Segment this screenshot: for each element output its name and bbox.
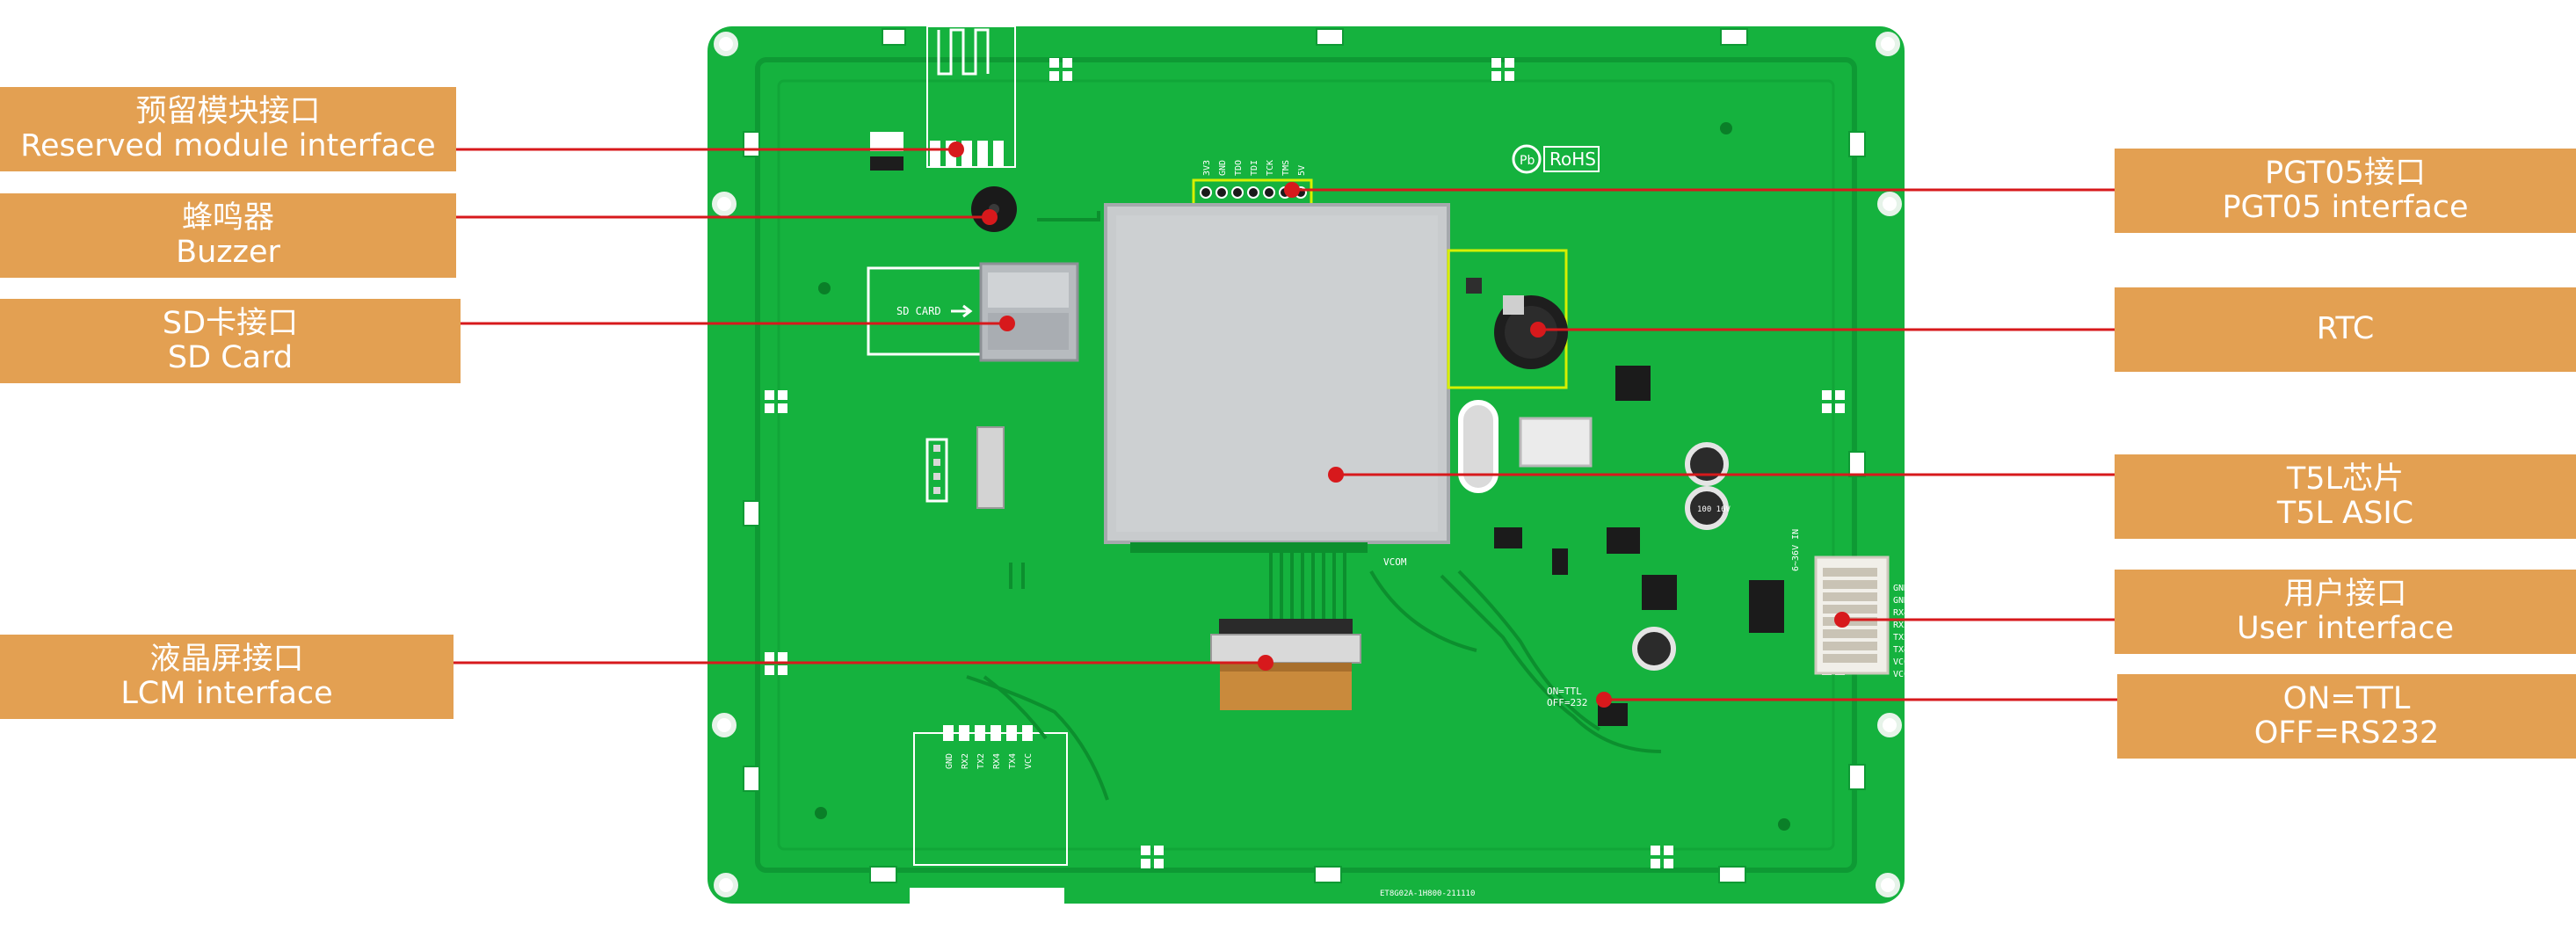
user-pin-label: GND [1893,584,1909,593]
vcom-silk: VCOM [1383,556,1407,568]
pgt-pin-label: 5V [1297,165,1307,176]
user-pin-label: TX4 [1893,645,1909,655]
pgt-pin-label: TDI [1250,160,1259,176]
sd-card-slot: SD CARD [867,262,1079,362]
user-interface-connector: GND GND RX4 RX2 TX2 TX4 VCC VCC 6~36V IN [1791,529,1909,679]
user-pin-label: GND [1893,596,1909,606]
callout-zh: 蜂鸣器 [181,200,274,236]
callout-en: PGT05 interface [2222,190,2469,225]
bottom-pin-label: TX4 [1008,753,1018,769]
rtc-battery [1447,249,1568,389]
ics [1494,366,1784,726]
rohs-mark: Pb RoHS [1512,144,1600,174]
bottom-pin-label: TX2 [976,753,986,769]
bottom-pin-label: VCC [1024,753,1034,769]
callout-zh: 用户接口 [2283,576,2407,612]
pgt-pin-label: TMS [1281,160,1291,176]
pgt-pin-label: 3V3 [1202,160,1212,176]
serial-number: ET8G02A-1H800-211110 [1380,890,1475,898]
user-pin-label: RX2 [1893,621,1909,630]
callout-rtc: RTC [2115,287,2576,372]
callout-en: OFF=RS232 [2253,715,2440,751]
lcm-connector [1210,553,1361,710]
callout-lcm-interface: 液晶屏接口 LCM interface [0,635,454,719]
pgt-pin-label: TCK [1266,160,1275,176]
switch-silk-on: ON=TTL [1547,686,1582,697]
user-pin-label: RX4 [1893,608,1909,618]
callout-user-interface: 用户接口 User interface [2115,570,2576,654]
t5l-shield [1104,203,1450,553]
switch-silk-off: OFF=232 [1547,697,1587,708]
callout-en: LCM interface [120,676,333,711]
callout-zh: 液晶屏接口 [149,641,304,677]
leader-lines [454,148,2117,701]
mounting-holes [712,32,1902,897]
pgt-pin-label: TDO [1234,160,1244,176]
fpc-connector-left [925,426,1005,509]
bottom-pin-label: GND [945,753,954,769]
buzzer-component [971,186,1017,232]
callout-zh: T5L芯片 [2286,461,2405,497]
test-pad-grid [765,58,1845,868]
user-pin-label: VCC [1893,657,1909,667]
callout-buzzer: 蜂鸣器 Buzzer [0,193,456,278]
callout-pgt05-interface: PGT05接口 PGT05 interface [2115,149,2576,233]
callout-zh: PGT05接口 [2265,155,2426,191]
leader-dots [948,142,1850,708]
callout-reserved-module: 预留模块接口 Reserved module interface [0,87,456,171]
callout-t5l-asic: T5L芯片 T5L ASIC [2115,454,2576,539]
user-pin-label: VCC [1893,670,1909,679]
bottom-left-header: GND RX2 TX2 RX4 TX4 VCC [913,725,1068,866]
user-input-silk: 6~36V IN [1791,529,1801,571]
callout-sd-card: SD卡接口 SD Card [0,299,461,383]
callout-zh: ON=TTL [2282,680,2411,716]
bottom-pin-label: RX4 [992,753,1002,769]
user-pin-label: TX2 [1893,633,1909,643]
callout-zh: 预留模块接口 [135,93,321,129]
callout-zh: SD卡接口 [162,305,299,341]
cap-code: 100 16V [1697,505,1731,514]
rohs-text: RoHS [1549,149,1596,170]
callout-en: Buzzer [176,235,280,270]
callout-ttl-rs232-switch: ON=TTL OFF=RS232 [2117,674,2576,759]
svg-text:Pb: Pb [1520,154,1535,168]
pgt-pin-label: GND [1218,160,1228,176]
pcb-board: SD CARD 3V3 GND TDO TDI [707,25,1909,907]
bottom-pin-label: RX2 [961,753,970,769]
callout-en: Reserved module interface [20,128,436,163]
callout-zh: RTC [2316,311,2375,347]
callout-en: T5L ASIC [2276,496,2414,531]
pcb-traces [966,211,1662,801]
sd-card-silkscreen: SD CARD [896,305,941,317]
callout-en: SD Card [167,340,294,375]
callout-en: User interface [2237,611,2454,646]
